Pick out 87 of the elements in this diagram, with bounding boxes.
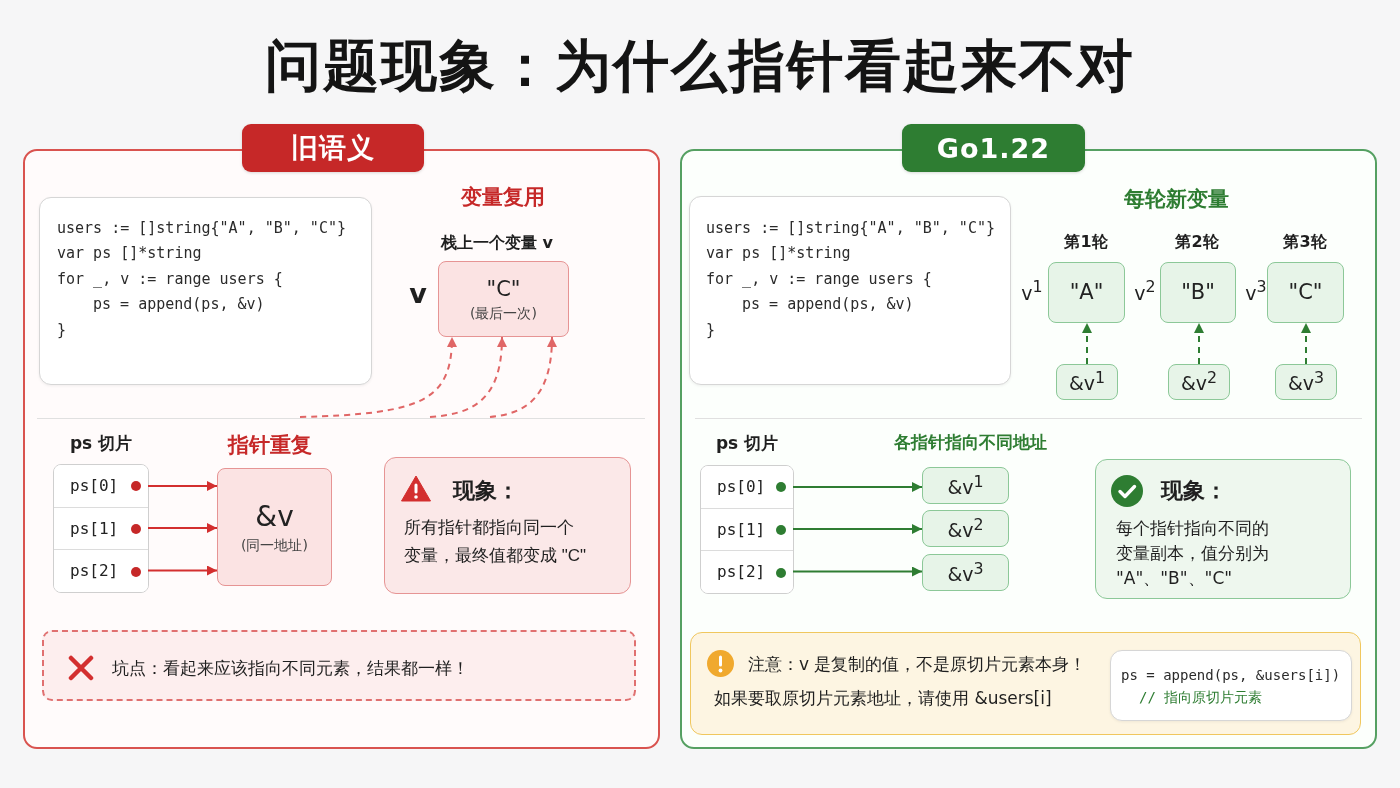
pointer-box xyxy=(922,510,1009,547)
dashed-arrow xyxy=(429,336,507,418)
section-heading: 每轮新变量 xyxy=(1123,187,1229,213)
code-line: // 指向原切片元素 xyxy=(1139,688,1263,706)
arrow xyxy=(147,481,218,491)
pointer-text: &v$^{1}$ xyxy=(1068,368,1106,396)
callout-heading: 现象： xyxy=(453,477,519,505)
title: 问题现象：为什么指针看起来不对 xyxy=(265,32,1135,100)
round-label: 第3轮 xyxy=(1283,232,1327,252)
variable-box xyxy=(1267,262,1344,323)
callout-text: 每个指针指向不同的变量副本，值分别为"A"、"B"、"C" xyxy=(1116,517,1270,590)
slice-caption: ps 切片 xyxy=(715,433,779,454)
pointer-box xyxy=(922,554,1009,591)
pitfall-banner xyxy=(42,630,636,701)
variable-name: v xyxy=(409,277,427,311)
code-line: ps = append(ps, &v) xyxy=(742,295,914,314)
dashed-arrow xyxy=(1194,322,1204,365)
code-line: for _, v := range users { xyxy=(57,269,283,289)
panel-tab: 旧语义 xyxy=(242,124,424,172)
variable-name: v$^{3}$ xyxy=(1245,277,1267,305)
code-block xyxy=(39,197,372,385)
dashed-arrow xyxy=(299,336,457,418)
value-text: "C" xyxy=(1288,279,1323,306)
code-block xyxy=(1110,650,1352,721)
code-text: ps[1] xyxy=(70,518,119,539)
callout-text: 所有指针都指向同一个变量，最终值都变成 "C" xyxy=(404,517,588,567)
address-text: &v xyxy=(255,500,294,534)
code-line: } xyxy=(706,320,716,340)
value-text: "B" xyxy=(1181,279,1215,306)
pointer-box xyxy=(1056,364,1118,400)
note-text: (最后一次) xyxy=(470,304,537,322)
slice-row xyxy=(54,549,148,592)
code-text: ps[2] xyxy=(717,562,766,582)
slice-row xyxy=(701,550,793,593)
code-text: ps[0] xyxy=(70,476,119,496)
slice-caption: ps 切片 xyxy=(69,433,133,454)
dashed-arrow xyxy=(1301,322,1311,365)
panel-tab: Go1.22 xyxy=(902,124,1085,172)
section-heading: 变量复用 xyxy=(461,185,545,211)
dashed-arrow xyxy=(1082,322,1092,365)
arrow xyxy=(792,524,923,534)
code-line: users := []string{"A", "B", "C"} xyxy=(57,218,346,238)
variable-box xyxy=(1160,262,1236,323)
code-block xyxy=(689,196,1011,385)
code-text: ps[2] xyxy=(70,561,119,581)
code-line: for _, v := range users { xyxy=(706,269,932,289)
code-text: ps[0] xyxy=(717,477,766,497)
note-text: 如果要取原切片元素地址，请使用 &users[i] xyxy=(714,687,1052,709)
arrow xyxy=(792,482,923,492)
arrow xyxy=(147,523,218,533)
note-panel xyxy=(690,632,1361,735)
round-label: 第1轮 xyxy=(1064,232,1108,252)
result-callout xyxy=(1095,459,1351,599)
code-line: ps = append(ps, &users[i]) xyxy=(1121,666,1341,684)
section-heading: 指针重复 xyxy=(228,433,312,459)
note-text: (同一地址) xyxy=(241,536,308,554)
caption-text: 栈上一个变量 v xyxy=(441,233,553,253)
pitfall-text: 坑点：看起来应该指向不同元素，结果都一样！ xyxy=(112,657,469,679)
code-line: var ps []*string xyxy=(706,244,851,263)
round-label: 第2轮 xyxy=(1175,232,1219,252)
value-text: "C" xyxy=(486,276,521,302)
note-text: 注意：v 是复制的值，不是原切片元素本身！ xyxy=(748,653,1087,675)
code-line: users := []string{"A", "B", "C"} xyxy=(706,218,995,238)
code-text: ps[1] xyxy=(717,519,766,540)
section-heading: 各指针指向不同地址 xyxy=(893,431,1047,453)
pointer-text: &v$^{2}$ xyxy=(1180,368,1218,396)
address-box xyxy=(217,468,332,586)
code-line: ps = append(ps, &v) xyxy=(93,295,265,314)
arrow xyxy=(147,565,218,576)
pointer-box xyxy=(1275,364,1337,400)
variable-name: v$^{1}$ xyxy=(1021,277,1043,305)
warning-callout xyxy=(384,457,631,594)
variable-box xyxy=(1048,262,1125,323)
pointer-text: &v$^{1}$ xyxy=(947,471,984,500)
pointer-text: &v$^{2}$ xyxy=(947,514,984,543)
callout-heading: 现象： xyxy=(1161,477,1227,505)
code-line: var ps []*string xyxy=(57,244,202,263)
pointer-text: &v$^{3}$ xyxy=(1287,368,1325,396)
arrow xyxy=(792,566,923,577)
pointer-text: &v$^{3}$ xyxy=(947,558,984,587)
variable-box xyxy=(438,261,569,337)
pointer-box xyxy=(1168,364,1230,400)
code-line: } xyxy=(57,320,67,340)
dashed-arrow xyxy=(489,336,557,418)
pointer-box xyxy=(922,467,1009,504)
value-text: "A" xyxy=(1069,279,1104,306)
variable-name: v$^{2}$ xyxy=(1134,277,1156,305)
